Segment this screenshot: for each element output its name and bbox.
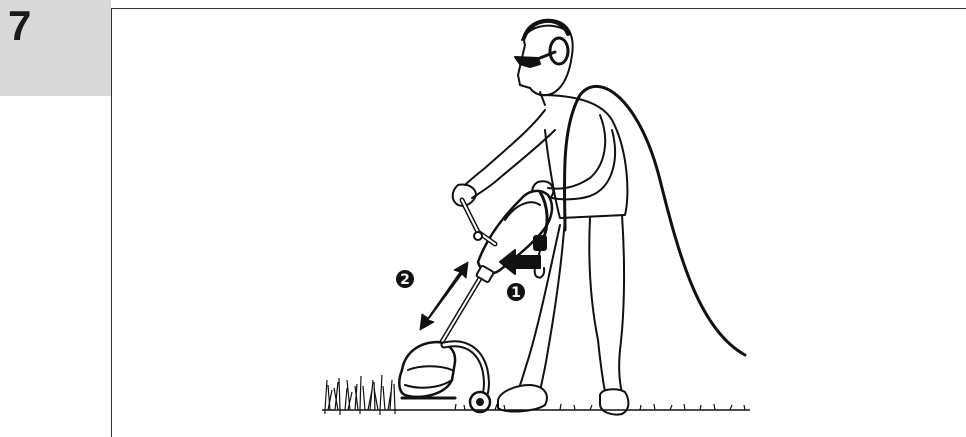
safety-glasses [515, 57, 540, 67]
ear-defender-band [524, 21, 568, 38]
callout-2-badge: 2 [396, 270, 414, 288]
step-number: 7 [8, 2, 31, 50]
callout-1-label: 1 [511, 285, 521, 301]
power-cord [564, 86, 745, 355]
step-number-box: 7 [0, 0, 111, 96]
callout-2-label: 2 [400, 272, 410, 288]
trimmer-illustration: 1 2 [112, 9, 966, 437]
operator-front-leg [589, 218, 605, 392]
operator-rear-arm [548, 115, 605, 189]
callout-1-badge: 1 [507, 283, 525, 301]
power-plug [534, 236, 546, 250]
operator-front-shoe [498, 385, 547, 412]
ear-defender-cup [550, 38, 568, 64]
double-arrow-icon [420, 262, 468, 330]
